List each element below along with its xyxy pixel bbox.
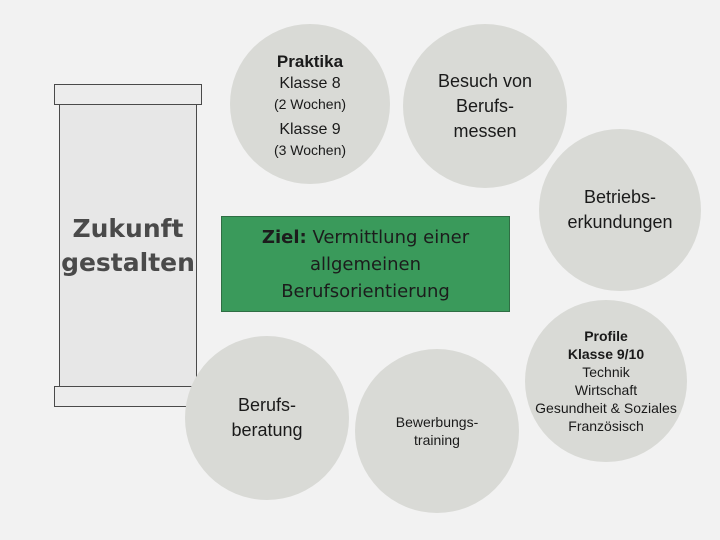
profile-item: Gesundheit & Soziales xyxy=(535,400,677,416)
pillar-top-cap xyxy=(54,84,202,105)
praktika-line2: (2 Wochen) xyxy=(273,95,347,112)
training-line1: Bewerbungs- xyxy=(395,414,479,430)
circle-training: Bewerbungs- training xyxy=(355,349,519,513)
pillar: Zukunft gestalten xyxy=(59,105,197,386)
goal-text-line2: allgemeinen xyxy=(309,253,422,275)
pillar-bottom-cap xyxy=(54,386,202,407)
goal-label: Ziel: xyxy=(261,226,307,248)
beratung-line1: Berufs- xyxy=(237,395,297,415)
praktika-line1: Klasse 8 xyxy=(279,74,341,92)
praktika-line4: (3 Wochen) xyxy=(273,141,347,158)
circle-messen: Besuch von Berufs- messen xyxy=(403,24,567,188)
praktika-title: Praktika xyxy=(276,51,344,71)
profile-title1: Profile xyxy=(584,328,628,344)
goal-text-line1: Vermittlung einer xyxy=(306,226,470,248)
circle-erkundungen: Betriebs- erkundungen xyxy=(539,129,701,291)
pillar-label-line2: gestalten xyxy=(61,247,195,277)
pillar-label: Zukunft gestalten xyxy=(61,212,195,280)
profile-title2: Klasse 9/10 xyxy=(567,346,645,362)
training-line2: training xyxy=(414,432,460,448)
messen-line2: Berufs- xyxy=(455,95,515,116)
circle-beratung: Berufs- beratung xyxy=(185,336,349,500)
erkundungen-line1: Betriebs- xyxy=(583,187,657,207)
profile-item: Französisch xyxy=(568,418,644,434)
circle-profile: Profile Klasse 9/10 Technik Wirtschaft G… xyxy=(525,300,687,462)
pillar-label-line1: Zukunft xyxy=(72,213,184,243)
messen-line1: Besuch von xyxy=(437,70,533,91)
goal-box: Ziel: Vermittlung einer allgemeinen Beru… xyxy=(221,216,510,312)
circle-praktika: Praktika Klasse 8 (2 Wochen) Klasse 9 (3… xyxy=(230,24,390,184)
profile-item: Technik xyxy=(582,364,630,380)
messen-line3: messen xyxy=(453,120,517,141)
erkundungen-line2: erkundungen xyxy=(567,212,673,232)
beratung-line2: beratung xyxy=(231,420,303,440)
praktika-line3: Klasse 9 xyxy=(279,120,341,138)
goal-text-line3: Berufsorientierung xyxy=(281,280,450,302)
profile-item: Wirtschaft xyxy=(574,382,638,398)
